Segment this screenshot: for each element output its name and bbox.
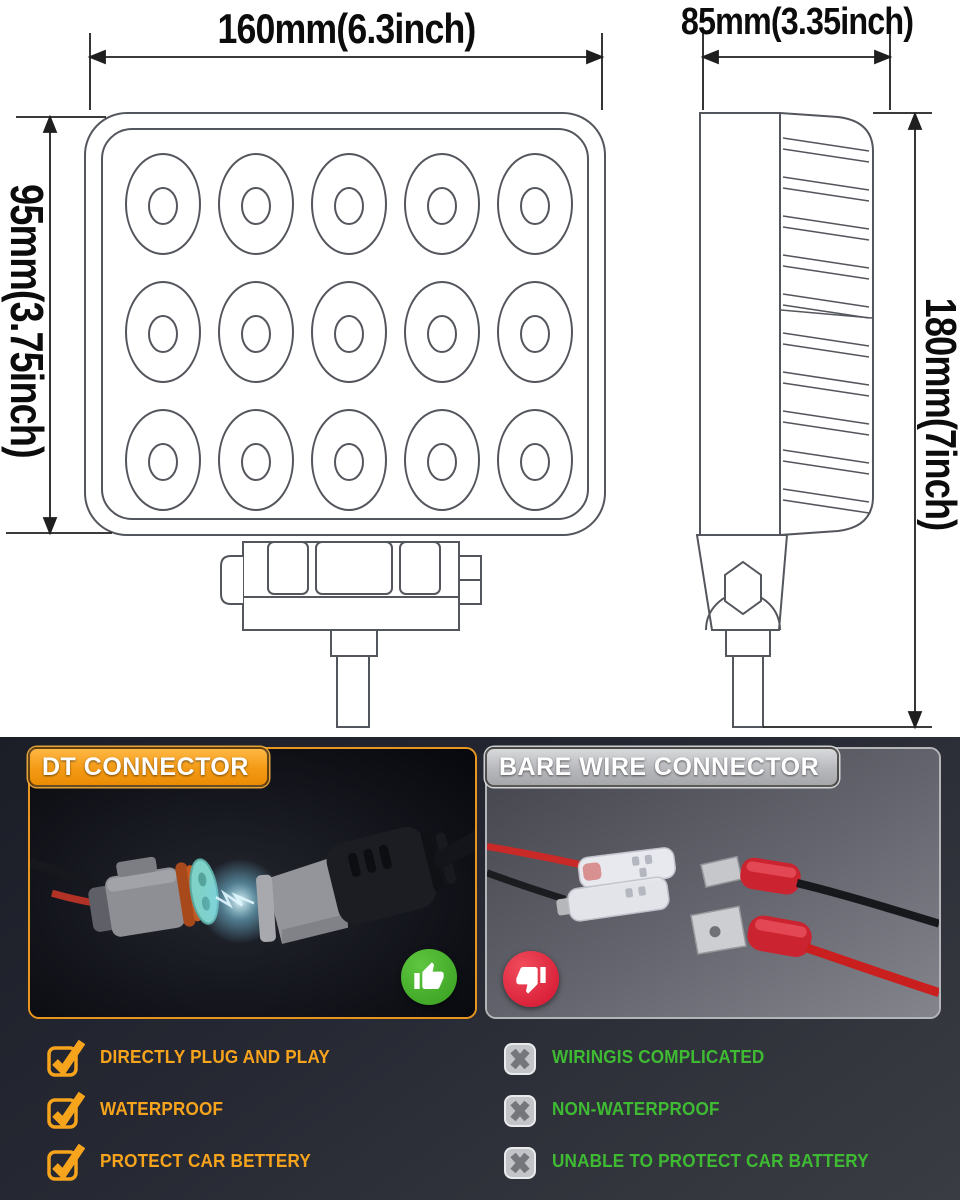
check-icon — [45, 1139, 85, 1183]
side-bracket — [695, 534, 789, 728]
bare-wire-feature-list: WIRINGIS COMPLICATED NON-WATERPROOF — [503, 1035, 885, 1191]
check-icon — [45, 1087, 85, 1131]
pro-item: DIRECTLY PLUG AND PLAY — [45, 1035, 342, 1079]
pro-item: PROTECT CAR BETTERY — [45, 1139, 342, 1183]
thumbs-up-badge — [401, 949, 457, 1005]
bare-wire-photo — [487, 749, 939, 1017]
con-label: NON-WATERPROOF — [552, 1098, 720, 1119]
dt-plug-right — [256, 826, 475, 944]
pro-item: WATERPROOF — [45, 1087, 342, 1131]
technical-drawing-svg — [6, 33, 932, 730]
pro-label: PROTECT CAR BETTERY — [100, 1150, 312, 1171]
male-terminal-upper — [700, 855, 939, 928]
connector-comparison: DT CONNECTOR — [0, 737, 960, 1200]
front-bracket — [220, 541, 482, 728]
dt-connector-label: DT CONNECTOR — [28, 747, 269, 787]
bare-wire-panel: BARE WIRE CONNECTOR — [485, 747, 941, 1019]
thumbs-down-badge — [503, 951, 559, 1007]
con-item: NON-WATERPROOF — [503, 1087, 885, 1131]
cross-icon — [503, 1089, 537, 1129]
side-width-dimension: 85mm(3.35inch) — [680, 1, 914, 43]
con-item: UNABLE TO PROTECT CAR BATTERY — [503, 1139, 885, 1183]
cross-icon — [503, 1141, 537, 1181]
led-grid — [125, 153, 573, 511]
pro-label: DIRECTLY PLUG AND PLAY — [100, 1046, 331, 1067]
male-terminal-lower — [690, 905, 939, 997]
dt-feature-list: DIRECTLY PLUG AND PLAY WATERPROOF — [45, 1035, 342, 1191]
con-item: WIRINGIS COMPLICATED — [503, 1035, 885, 1079]
dt-connector-panel: DT CONNECTOR — [28, 747, 477, 1019]
side-height-dimension: 180mm(7inch) — [916, 297, 960, 531]
thumbs-down-icon — [516, 967, 546, 994]
con-label: UNABLE TO PROTECT CAR BATTERY — [552, 1150, 869, 1171]
fin-lines — [780, 137, 873, 514]
female-terminal-lower — [556, 876, 670, 922]
dimension-lines — [6, 33, 932, 730]
check-icon — [45, 1035, 85, 1079]
thumbs-up-icon — [414, 962, 444, 989]
bare-wire-title: BARE WIRE CONNECTOR — [499, 752, 820, 781]
dimension-diagram: 160mm(6.3inch) 85mm(3.35inch) 95mm(3.75i… — [1, 1, 960, 730]
front-width-dimension: 160mm(6.3inch) — [217, 5, 477, 52]
front-height-dimension: 95mm(3.75inch) — [1, 184, 53, 458]
bare-wire-label: BARE WIRE CONNECTOR — [485, 747, 840, 787]
dt-connector-photo — [30, 749, 475, 1017]
con-label: WIRINGIS COMPLICATED — [552, 1046, 765, 1067]
side-view-outline — [699, 111, 874, 537]
dt-connector-title: DT CONNECTOR — [42, 752, 249, 781]
cross-icon — [503, 1037, 537, 1077]
pro-label: WATERPROOF — [100, 1098, 224, 1119]
